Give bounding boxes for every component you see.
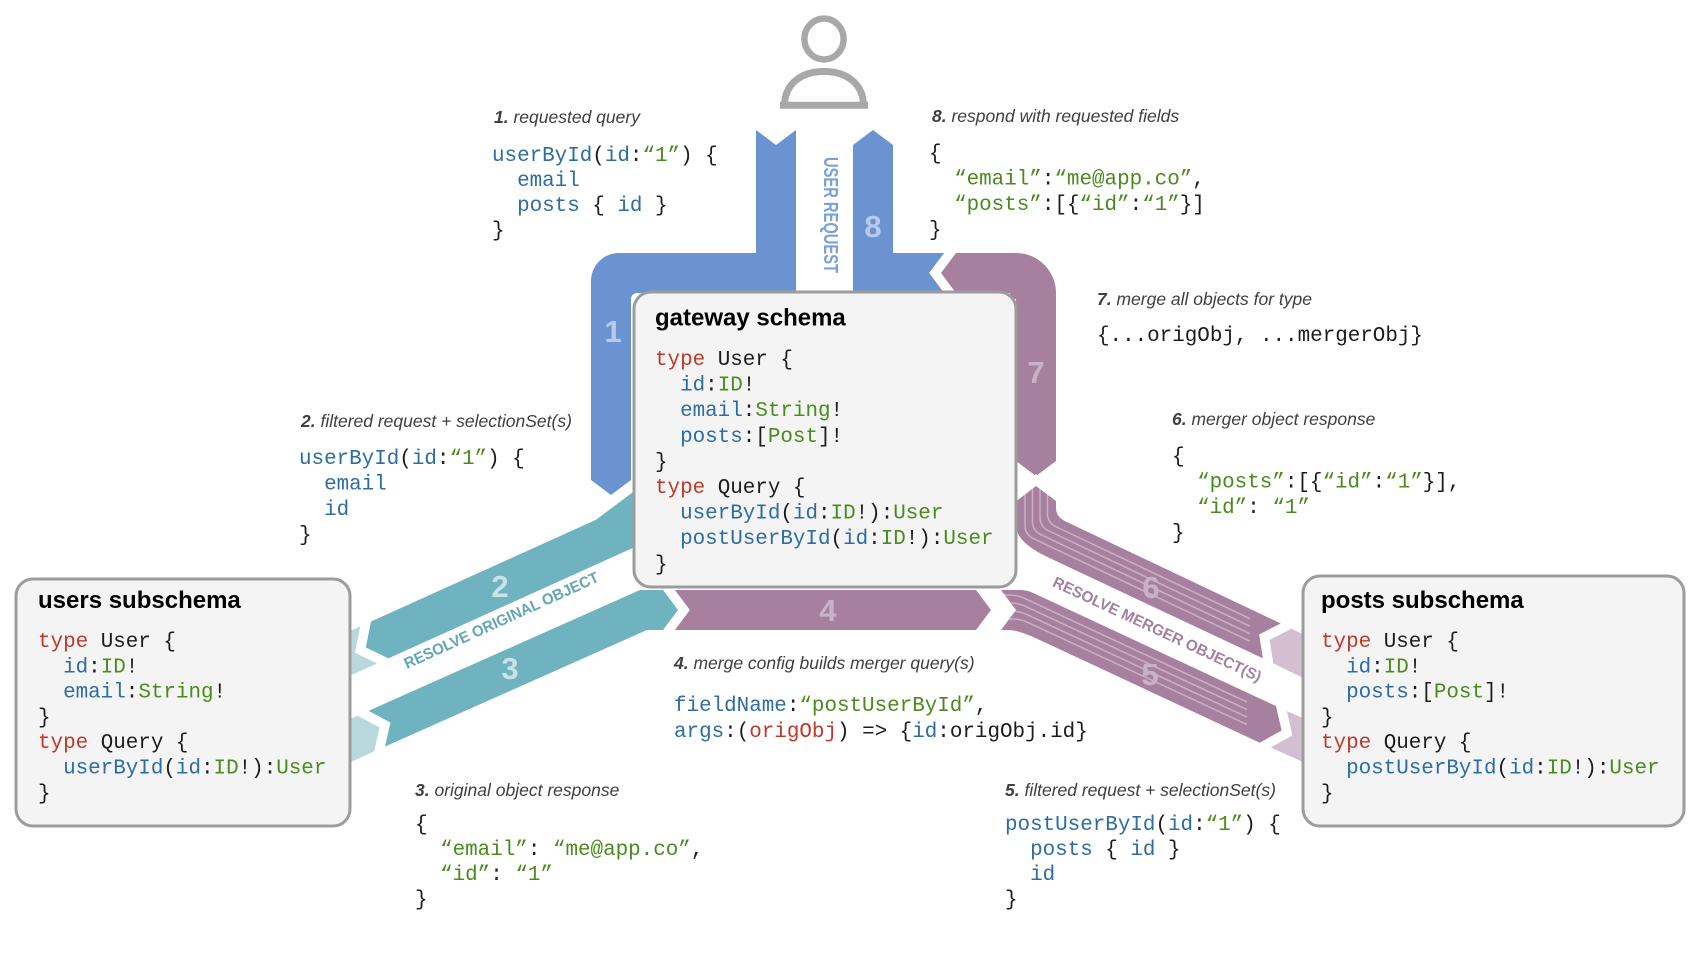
svg-text:5: 5 (1141, 657, 1158, 692)
svg-text:userById(id:ID!):User: userById(id:ID!):User (38, 758, 326, 781)
svg-text:5. filtered request + selectio: 5. filtered request + selectionSet(s) (1005, 780, 1276, 800)
svg-text:}: } (929, 220, 942, 243)
svg-text:7. merge all objects for type: 7. merge all objects for type (1097, 289, 1312, 309)
svg-text:3. original object response: 3. original object response (415, 780, 620, 800)
svg-text:3: 3 (501, 651, 518, 686)
svg-text:type Query {: type Query { (655, 477, 805, 500)
svg-text:“posts”:[{“id”:“1”}]: “posts”:[{“id”:“1”}] (929, 194, 1205, 217)
svg-text:posts { id }: posts { id } (492, 195, 668, 218)
svg-text:type User {: type User { (655, 349, 793, 372)
svg-text:postUserById(id:“1”) {: postUserById(id:“1”) { (1005, 814, 1281, 837)
svg-text:“id”: “1”: “id”: “1” (1172, 497, 1310, 520)
svg-text:id:ID!: id:ID! (1321, 656, 1421, 679)
svg-text:type User {: type User { (1321, 631, 1459, 654)
svg-text:email:String!: email:String! (655, 400, 843, 423)
svg-text:postUserById(id:ID!):User: postUserById(id:ID!):User (1321, 758, 1660, 781)
svg-text:posts { id }: posts { id } (1005, 839, 1181, 862)
svg-text:“email”:“me@app.co”,: “email”:“me@app.co”, (929, 169, 1205, 192)
svg-text:args:(origObj) => {id:origObj.: args:(origObj) => {id:origObj.id} (674, 721, 1088, 744)
svg-text:}: } (1321, 707, 1334, 730)
svg-text:}: } (415, 889, 428, 912)
svg-text:id:ID!: id:ID! (655, 375, 755, 398)
svg-text:6. merger object response: 6. merger object response (1172, 409, 1376, 429)
svg-text:}: } (1172, 523, 1185, 546)
svg-text:email: email (299, 474, 387, 497)
svg-text:type User {: type User { (38, 631, 176, 654)
svg-text:8. respond with requested fiel: 8. respond with requested fields (932, 106, 1179, 126)
svg-text:4. merge config builds merger: 4. merge config builds merger query(s) (673, 653, 975, 673)
svg-text:8: 8 (864, 209, 881, 244)
svg-text:{...origObj, ...mergerObj}: {...origObj, ...mergerObj} (1097, 325, 1423, 348)
svg-text:id: id (1005, 864, 1055, 887)
svg-text:posts subschema: posts subschema (1321, 587, 1524, 614)
svg-text:}: } (299, 525, 312, 548)
svg-text:type Query {: type Query { (1321, 732, 1471, 755)
svg-text:}: } (38, 707, 51, 730)
svg-text:}: } (655, 451, 668, 474)
svg-text:userById(id:ID!):User: userById(id:ID!):User (655, 503, 943, 526)
svg-text:}: } (1005, 889, 1018, 912)
svg-text:1: 1 (604, 314, 621, 349)
svg-text:fieldName:“postUserById”,: fieldName:“postUserById”, (674, 695, 987, 718)
svg-text:}: } (38, 783, 51, 806)
svg-text:2. filtered request + selectio: 2. filtered request + selectionSet(s) (300, 411, 572, 431)
svg-text:users subschema: users subschema (38, 587, 241, 614)
svg-text:email: email (492, 170, 580, 193)
svg-text:{: { (929, 143, 942, 166)
svg-text:6: 6 (1142, 570, 1159, 605)
svg-text:userById(id:“1”) {: userById(id:“1”) { (299, 448, 525, 471)
svg-text:posts:[Post]!: posts:[Post]! (655, 426, 843, 449)
svg-text:}: } (655, 554, 668, 577)
svg-text:{: { (415, 814, 428, 837)
svg-text:USER REQUEST: USER REQUEST (819, 157, 841, 273)
svg-text:posts:[Post]!: posts:[Post]! (1321, 682, 1509, 705)
svg-text:gateway schema: gateway schema (655, 305, 846, 332)
svg-text:“id”: “1”: “id”: “1” (415, 864, 553, 887)
svg-text:2: 2 (491, 569, 508, 604)
svg-text:type Query {: type Query { (38, 732, 188, 755)
svg-text:}: } (492, 220, 505, 243)
svg-text:postUserById(id:ID!):User: postUserById(id:ID!):User (655, 528, 994, 551)
svg-text:}: } (1321, 783, 1334, 806)
svg-text:“posts”:[{“id”:“1”}],: “posts”:[{“id”:“1”}], (1172, 472, 1460, 495)
svg-text:7: 7 (1027, 355, 1044, 390)
svg-text:userById(id:“1”) {: userById(id:“1”) { (492, 145, 718, 168)
svg-text:{: { (1172, 446, 1185, 469)
svg-text:1. requested query: 1. requested query (494, 107, 641, 127)
svg-text:email:String!: email:String! (38, 682, 226, 705)
svg-text:4: 4 (819, 593, 837, 628)
svg-text:id:ID!: id:ID! (38, 656, 138, 679)
svg-text:“email”: “me@app.co”,: “email”: “me@app.co”, (415, 839, 703, 862)
svg-text:id: id (299, 499, 349, 522)
